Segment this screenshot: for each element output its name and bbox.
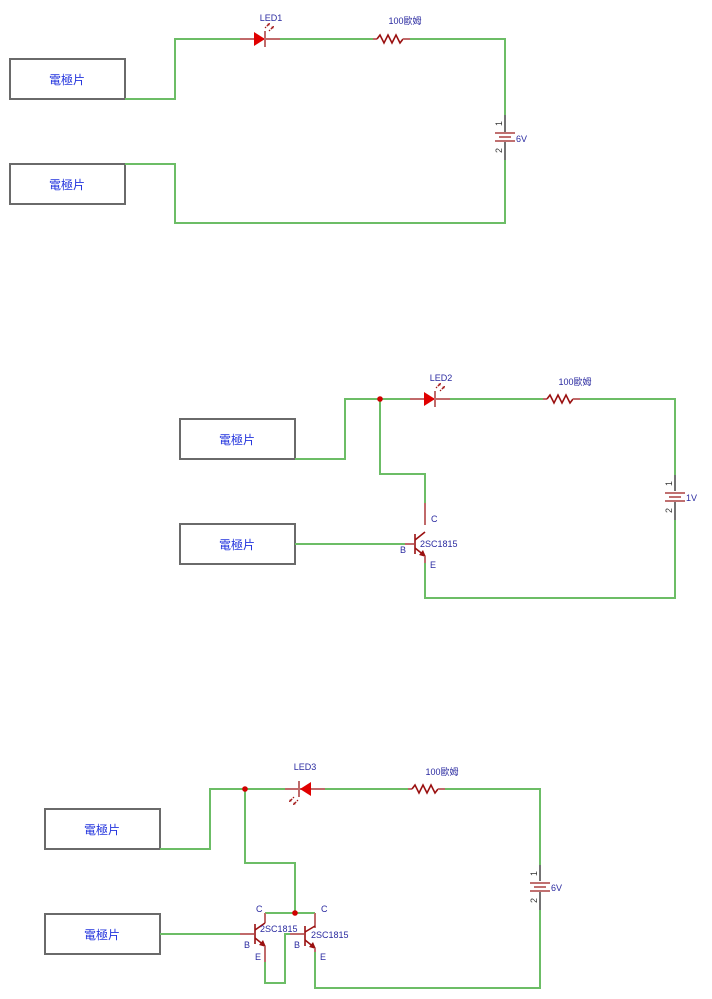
circuit-1: 電極片 電極片 LED1 100歐姆 1 (9, 13, 527, 224)
electrode-box[interactable]: 電極片 (179, 418, 296, 460)
collector-label: C (256, 904, 263, 914)
battery-pin: 2 (529, 898, 539, 903)
battery-pin: 1 (494, 121, 504, 126)
led-label: LED2 (430, 373, 453, 383)
led-label: LED1 (260, 13, 283, 23)
svg-text:電極片: 電極片 (219, 537, 255, 552)
wire (410, 38, 506, 115)
battery-pin: 1 (529, 871, 539, 876)
base-label: B (294, 940, 300, 950)
wire (125, 38, 240, 100)
wire (160, 788, 285, 850)
svg-text:電極片: 電極片 (84, 822, 120, 837)
led-label: LED3 (294, 762, 317, 772)
wire (379, 399, 426, 503)
wire (295, 398, 410, 460)
resistor-label: 100歐姆 (388, 15, 421, 26)
battery-pin: 2 (494, 148, 504, 153)
resistor-label: 100歐姆 (425, 766, 458, 777)
battery-pin: 2 (664, 508, 674, 513)
transistor-icon[interactable] (405, 503, 426, 563)
emitter-label: E (430, 560, 436, 570)
collector-label: C (431, 514, 438, 524)
transistor-label: 2SC1815 (260, 924, 298, 934)
battery-label: 6V (551, 883, 562, 893)
resistor-icon[interactable] (408, 783, 445, 795)
wire (445, 788, 541, 865)
battery-icon[interactable] (665, 475, 685, 520)
wire (314, 910, 541, 989)
battery-label: 6V (516, 134, 527, 144)
svg-text:電極片: 電極片 (49, 177, 85, 192)
electrode-box[interactable]: 電極片 (9, 163, 126, 205)
wire (424, 520, 676, 599)
wire (125, 160, 506, 224)
emitter-label: E (255, 952, 261, 962)
base-label: B (244, 940, 250, 950)
battery-pin: 1 (664, 481, 674, 486)
led-icon[interactable] (410, 382, 450, 407)
electrode-box[interactable]: 電極片 (44, 913, 161, 955)
electrode-box[interactable]: 電極片 (9, 58, 126, 100)
battery-label: 1V (686, 493, 697, 503)
collector-label: C (321, 904, 328, 914)
transistor-label: 2SC1815 (420, 539, 458, 549)
circuit-2: 電極片 電極片 LED2 100歐姆 (179, 373, 697, 599)
battery-icon[interactable] (495, 115, 515, 160)
transistor-icon[interactable] (290, 913, 316, 952)
circuit-3: 電極片 電極片 LED3 100歐姆 (44, 762, 562, 989)
electrode-box[interactable]: 電極片 (44, 808, 161, 850)
transistor-icon[interactable] (240, 913, 266, 962)
svg-text:電極片: 電極片 (219, 432, 255, 447)
resistor-icon[interactable] (373, 33, 410, 45)
battery-icon[interactable] (530, 865, 550, 910)
led-icon[interactable] (240, 22, 280, 47)
wire (244, 789, 296, 913)
wire (580, 398, 676, 475)
wire (264, 933, 290, 984)
resistor-icon[interactable] (543, 393, 580, 405)
junction-dot (292, 910, 298, 916)
transistor-label: 2SC1815 (311, 930, 349, 940)
emitter-label: E (320, 952, 326, 962)
base-label: B (400, 545, 406, 555)
resistor-label: 100歐姆 (558, 376, 591, 387)
junction-dot (377, 396, 383, 402)
junction-dot (242, 786, 248, 792)
svg-text:電極片: 電極片 (49, 72, 85, 87)
svg-text:電極片: 電極片 (84, 927, 120, 942)
electrode-box[interactable]: 電極片 (179, 523, 296, 565)
led-icon[interactable] (285, 781, 325, 806)
